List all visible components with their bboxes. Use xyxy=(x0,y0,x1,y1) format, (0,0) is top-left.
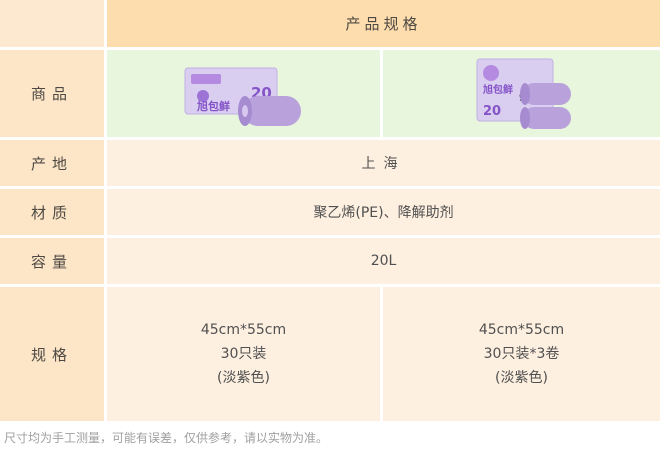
row-label-spec: 规格 xyxy=(0,287,104,421)
spec-right: 45cm*55cm 30只装*3卷 (淡紫色) xyxy=(383,287,660,421)
spec-left-color: (淡紫色) xyxy=(217,370,270,386)
footnote: 尺寸均为手工测量，可能有误差，仅供参考，请以实物为准。 xyxy=(4,431,329,445)
row-label-capacity: 容量 xyxy=(0,238,104,284)
spec-right-color: (淡紫色) xyxy=(495,370,548,386)
table-corner xyxy=(0,0,104,47)
spec-left-size: 45cm*55cm xyxy=(200,322,287,338)
table-header: 产品规格 xyxy=(107,0,660,47)
spec-left-count: 30只装 xyxy=(220,346,267,362)
row-label-material: 材质 xyxy=(0,189,104,235)
product-number-2: 20 xyxy=(483,104,501,119)
spec-left: 45cm*55cm 30只装 (淡紫色) xyxy=(107,287,380,421)
spec-right-count: 30只装*3卷 xyxy=(483,346,560,362)
row-label-origin: 产地 xyxy=(0,140,104,186)
product-brand-1: 旭包鲜 xyxy=(196,99,230,113)
row-label-product: 商品 xyxy=(0,50,104,137)
product-image-triple: 旭包鲜 20 90 xyxy=(383,50,660,137)
capacity-value: 20L xyxy=(107,238,660,284)
material-value: 聚乙烯(PE)、降解助剂 xyxy=(107,189,660,235)
product-image-single: 旭包鲜 20 xyxy=(107,50,380,137)
origin-value: 上海 xyxy=(107,140,660,186)
spec-right-size: 45cm*55cm xyxy=(478,322,565,338)
bag-package-icon: 旭包鲜 20 90 xyxy=(476,58,571,129)
bag-package-icon: 旭包鲜 20 xyxy=(184,67,301,126)
product-brand-2: 旭包鲜 xyxy=(482,83,513,96)
